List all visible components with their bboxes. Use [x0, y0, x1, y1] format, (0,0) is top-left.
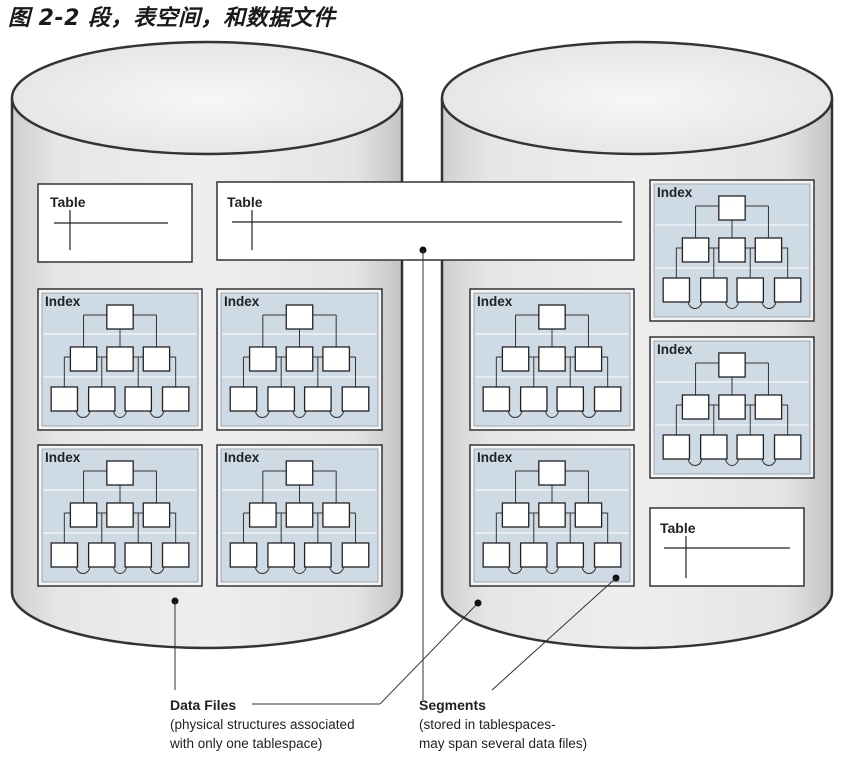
index-node [248, 346, 277, 372]
index-segment: Index [216, 288, 383, 431]
index-node [718, 394, 746, 420]
index-node [736, 277, 765, 303]
index-node [681, 394, 710, 420]
index-node [699, 277, 728, 303]
callout-segments: Segments (stored in tablespaces- may spa… [419, 697, 587, 751]
index-node [699, 434, 728, 460]
index-segment: Index [649, 336, 815, 479]
callout-line: (physical structures associated [170, 717, 355, 732]
index-node [556, 542, 585, 568]
index-node [285, 502, 314, 528]
callout-title: Data Files [170, 697, 236, 713]
index-node [519, 542, 548, 568]
table-label: Table [50, 194, 86, 210]
index-node [69, 346, 98, 372]
table-segment-left: Table [37, 183, 193, 263]
index-node [501, 502, 530, 528]
index-node [322, 502, 351, 528]
index-segment: Index [469, 444, 635, 587]
index-node [267, 542, 296, 568]
index-label: Index [657, 185, 693, 200]
index-node [229, 386, 258, 412]
index-node [754, 394, 783, 420]
index-node [593, 542, 622, 568]
callout-line: (stored in tablespaces- [419, 717, 556, 732]
index-node [538, 304, 566, 330]
index-node [124, 386, 153, 412]
index-node [681, 237, 710, 263]
index-label: Index [657, 342, 693, 357]
index-node [482, 386, 511, 412]
index-node [574, 502, 603, 528]
index-segment: Index [37, 444, 203, 587]
index-label: Index [477, 294, 513, 309]
index-node [718, 195, 746, 221]
index-node [229, 542, 258, 568]
index-node [50, 386, 79, 412]
index-node [501, 346, 530, 372]
index-node [556, 386, 585, 412]
callout-line: with only one tablespace) [169, 736, 322, 751]
index-label: Index [224, 294, 260, 309]
index-node [161, 542, 190, 568]
table-label: Table [660, 520, 696, 536]
index-node [341, 542, 370, 568]
index-node [106, 460, 134, 486]
index-segment: Index [37, 288, 203, 431]
callout-leaders [171, 246, 620, 705]
index-node [50, 542, 79, 568]
index-node [482, 542, 511, 568]
index-node [142, 346, 171, 372]
table-segment-spanning: Table [216, 181, 635, 261]
index-node [574, 346, 603, 372]
index-node [285, 304, 314, 330]
index-segment: Index [216, 444, 383, 587]
figure-title: 图 2-2 段，表空间，和数据文件 [8, 6, 336, 31]
index-node [285, 346, 314, 372]
index-node [303, 542, 332, 568]
index-node [773, 277, 802, 303]
index-node [322, 346, 351, 372]
index-node [519, 386, 548, 412]
index-node [538, 460, 566, 486]
index-segment: Index [649, 179, 815, 322]
index-label: Index [224, 450, 260, 465]
index-node [341, 386, 370, 412]
index-node [538, 502, 566, 528]
index-node [69, 502, 98, 528]
index-label: Index [45, 450, 81, 465]
index-node [303, 386, 332, 412]
index-node [754, 237, 783, 263]
index-node [87, 386, 116, 412]
index-node [161, 386, 190, 412]
index-node [106, 502, 134, 528]
index-label: Index [477, 450, 513, 465]
index-node [267, 386, 296, 412]
index-node [538, 346, 566, 372]
index-node [718, 352, 746, 378]
index-node [106, 304, 134, 330]
index-node [87, 542, 116, 568]
index-node [248, 502, 277, 528]
index-node [106, 346, 134, 372]
index-node [124, 542, 153, 568]
index-label: Index [45, 294, 81, 309]
table-label: Table [227, 194, 263, 210]
index-node [662, 277, 691, 303]
index-node [773, 434, 802, 460]
index-node [593, 386, 622, 412]
index-node [736, 434, 765, 460]
index-node [285, 460, 314, 486]
callout-line: may span several data files) [419, 736, 587, 751]
index-node [142, 502, 171, 528]
callout-data-files: Data Files (physical structures associat… [169, 697, 355, 751]
index-node [662, 434, 691, 460]
callout-title: Segments [419, 697, 486, 713]
table-segment-right: Table [649, 507, 805, 587]
index-segment: Index [469, 288, 635, 431]
index-node [718, 237, 746, 263]
